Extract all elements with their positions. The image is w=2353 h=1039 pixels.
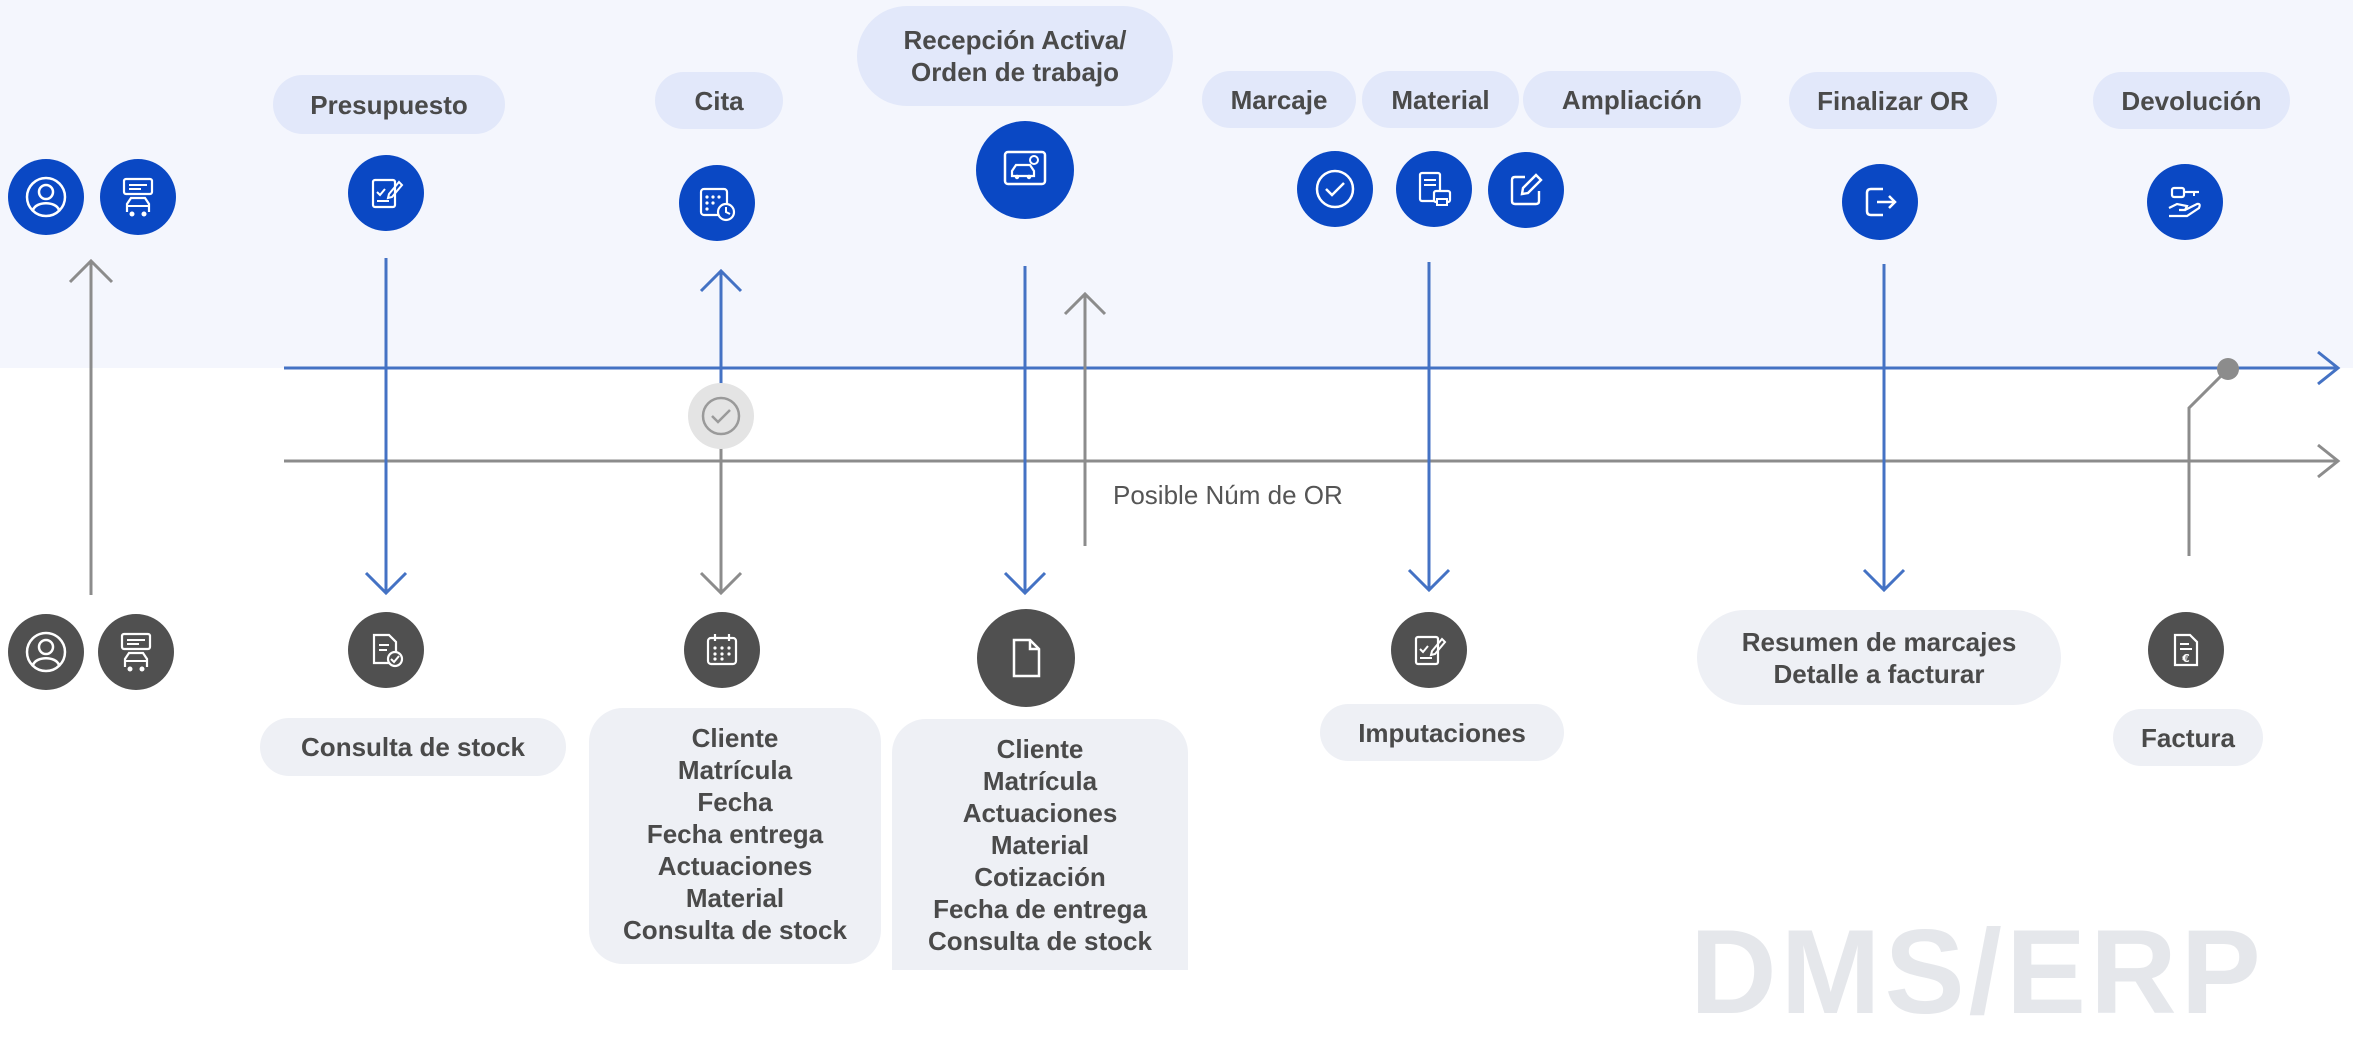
hand-key-icon: [2168, 186, 2201, 218]
vehicle-circle-bottom: [98, 614, 174, 690]
cita-detail-item: Material: [685, 883, 785, 913]
recepcion-label-line2: Orden de trabajo: [910, 57, 1120, 87]
finalizar-circle: [1842, 164, 1918, 240]
imputaciones-circle: [1391, 612, 1467, 688]
cita-label: Cita: [655, 72, 783, 129]
orden-detail-item: Matrícula: [982, 766, 1098, 796]
or-number-note: Posible Núm de OR: [1113, 480, 1343, 510]
material-circle: [1396, 151, 1472, 227]
recepcion-circle: [976, 121, 1074, 219]
presupuesto-label: Presupuesto: [273, 75, 505, 134]
marcaje-label: Marcaje: [1202, 71, 1356, 128]
orden-detail-item: Material: [990, 830, 1090, 860]
factura-connector: [2187, 367, 2230, 556]
document-check-icon: [372, 633, 404, 668]
presupuesto-circle: [348, 155, 424, 231]
orden-detail-item: Cotización: [974, 862, 1106, 892]
checklist-edit-icon: [1414, 635, 1447, 666]
user-up-arrow: [68, 258, 114, 284]
exit-icon: [1865, 187, 1897, 217]
tablet-car-icon: [120, 632, 152, 672]
finalizar-arrow: [1862, 568, 1906, 593]
user-icon: [25, 176, 67, 218]
timeline-gray-arrow: [2317, 443, 2341, 479]
edit-icon: [1510, 173, 1543, 206]
resumen-line1: Resumen de marcajes: [1741, 626, 2017, 657]
material-arrow: [1407, 568, 1451, 593]
ampliacion-circle: [1488, 152, 1564, 228]
resumen-label: Resumen de marcajes Detalle a facturar: [1697, 610, 2061, 705]
dms-erp-watermark: DMS/ERP: [1690, 905, 2265, 1039]
marcaje-circle: [1297, 151, 1373, 227]
user-circle-top: [8, 159, 84, 235]
timeline-blue-arrow: [2317, 350, 2341, 386]
orden-detail-item: Consulta de stock: [928, 926, 1152, 956]
check-circle-icon: [701, 396, 741, 436]
or-number-arrow: [1063, 291, 1107, 316]
orden-detail-item: Actuaciones: [962, 798, 1118, 828]
factura-junction-dot: [2217, 358, 2239, 380]
cita-up-arrow: [699, 268, 743, 293]
devolucion-label: Devolución: [2093, 72, 2290, 129]
recepcion-label-line1: Recepción Activa/: [903, 25, 1127, 55]
vehicle-circle-top: [100, 159, 176, 235]
imputaciones-label: Imputaciones: [1320, 704, 1564, 761]
flow-lines: [68, 258, 2341, 596]
recepcion-label: Recepción Activa/ Orden de trabajo: [857, 6, 1173, 106]
finalizar-label: Finalizar OR: [1789, 72, 1997, 129]
orden-detail-item: Cliente: [996, 734, 1084, 764]
consulta-stock-label: Consulta de stock: [260, 718, 566, 776]
resumen-line2: Detalle a facturar: [1773, 658, 1985, 689]
recepcion-arrow: [1003, 571, 1047, 596]
cita-detail-item: Consulta de stock: [623, 915, 847, 945]
cita-detail-item: Fecha entrega: [646, 819, 824, 849]
car-screen-icon: [1003, 150, 1047, 186]
document-icon: [1012, 638, 1041, 678]
status-check-badge: [688, 383, 754, 449]
cita-detail-item: Actuaciones: [657, 851, 813, 881]
orden-detail-circle: [977, 609, 1075, 707]
cita-detail-item: Matrícula: [677, 755, 793, 785]
material-label: Material: [1362, 71, 1519, 128]
factura-label: Factura: [2113, 709, 2263, 766]
svg-text:€: €: [2181, 652, 2190, 665]
user-circle-bottom: [8, 614, 84, 690]
orden-detail-item: Fecha de entrega: [933, 894, 1147, 924]
ampliacion-label: Ampliación: [1523, 71, 1741, 128]
calendar-clock-icon: [699, 187, 736, 222]
cita-detail-circle: [684, 612, 760, 688]
user-icon: [25, 631, 67, 673]
tablet-car-icon: [122, 177, 154, 217]
cita-detail-item: Cliente: [691, 723, 779, 753]
invoice-euro-icon: €: [2173, 633, 2199, 667]
stock-circle: [348, 612, 424, 688]
calendar-icon: [706, 634, 738, 666]
checklist-edit-icon: [371, 178, 404, 209]
presupuesto-arrow: [364, 571, 408, 596]
cita-circle: [679, 165, 755, 241]
devolucion-circle: [2147, 164, 2223, 240]
cita-down-arrow: [699, 571, 743, 596]
document-print-icon: [1418, 171, 1452, 206]
check-circle-icon: [1315, 169, 1355, 209]
cita-detail-item: Fecha: [697, 787, 773, 817]
factura-circle: €: [2148, 612, 2224, 688]
